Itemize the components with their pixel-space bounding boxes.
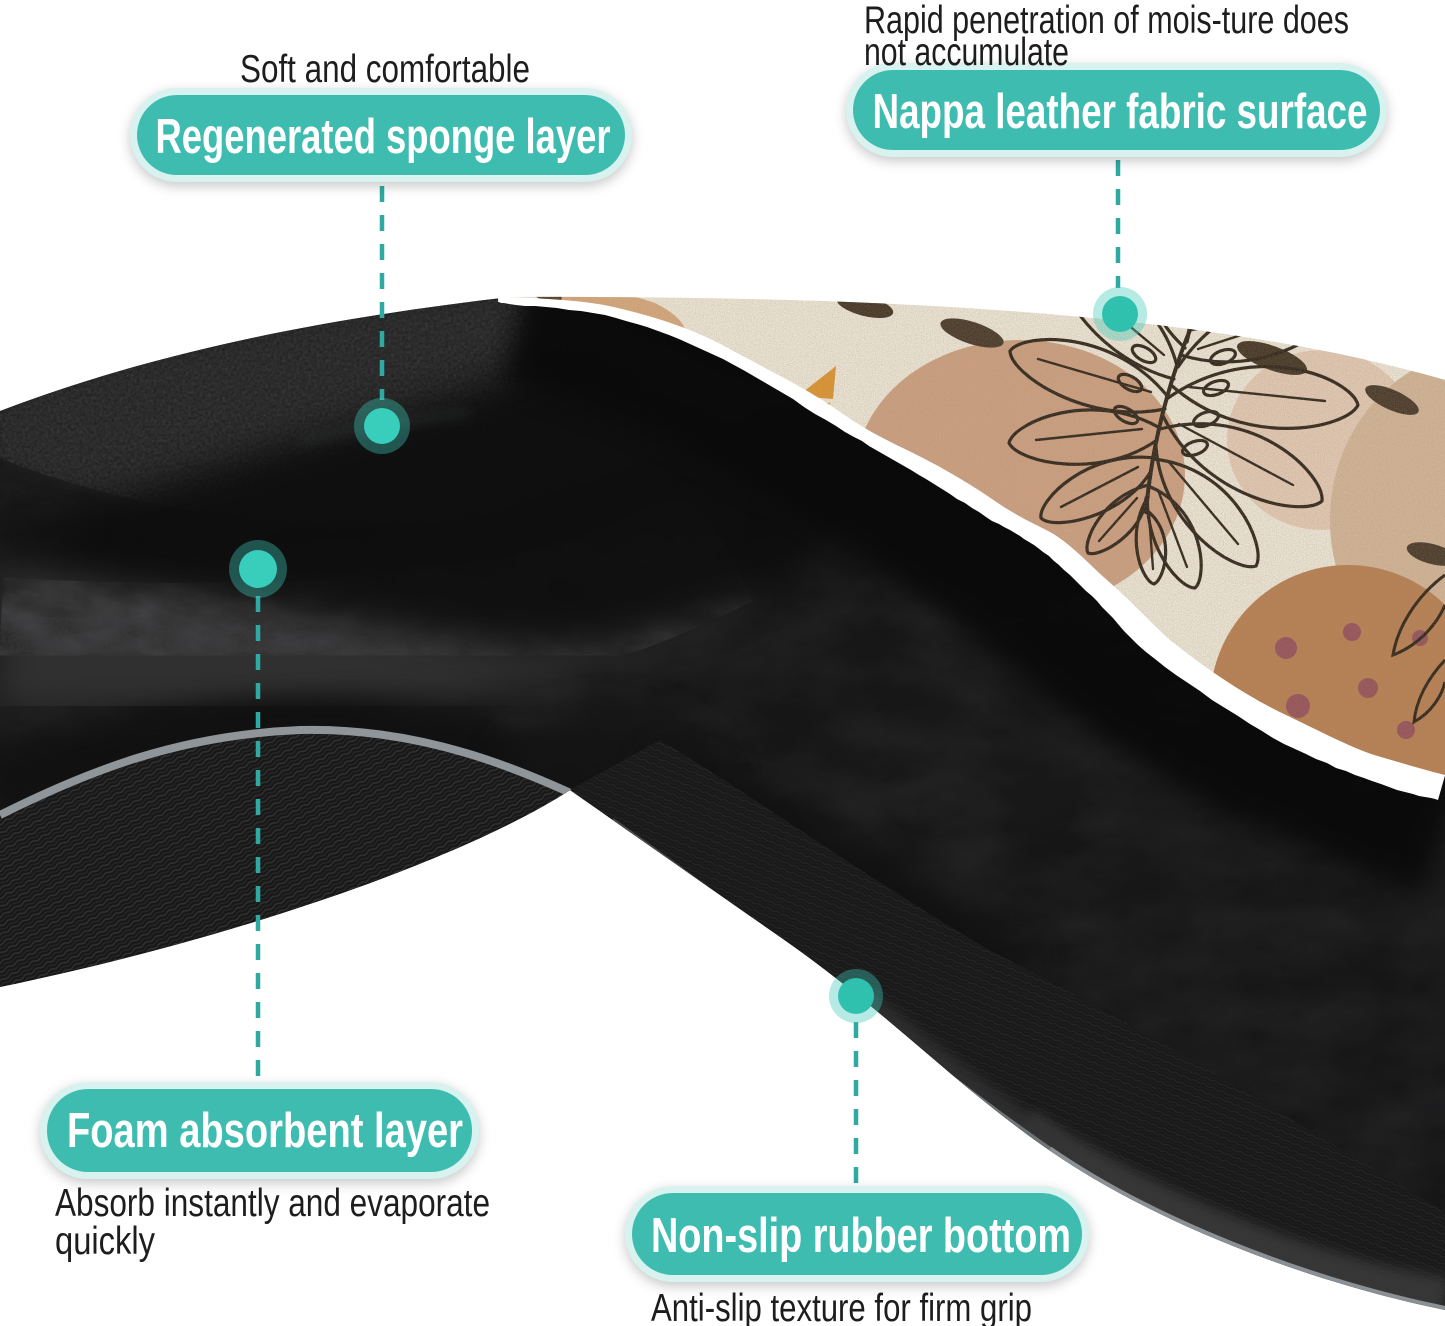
svg-text:Rapid penetration of mois-ture: Rapid penetration of mois-ture does <box>864 0 1349 42</box>
svg-text:quickly: quickly <box>55 1220 155 1263</box>
svg-text:not accumulate: not accumulate <box>864 31 1069 74</box>
svg-text:Non-slip rubber bottom: Non-slip rubber bottom <box>651 1209 1071 1263</box>
svg-text:Soft and comfortable: Soft and comfortable <box>240 48 530 91</box>
svg-text:Anti-slip texture for firm gri: Anti-slip texture for firm grip <box>651 1287 1032 1326</box>
svg-text:Absorb instantly and evaporate: Absorb instantly and evaporate <box>55 1182 490 1225</box>
svg-text:Nappa leather fabric surface: Nappa leather fabric surface <box>873 85 1368 139</box>
svg-text:Foam absorbent layer: Foam absorbent layer <box>67 1104 463 1158</box>
svg-text:Regenerated sponge layer: Regenerated sponge layer <box>156 110 611 164</box>
